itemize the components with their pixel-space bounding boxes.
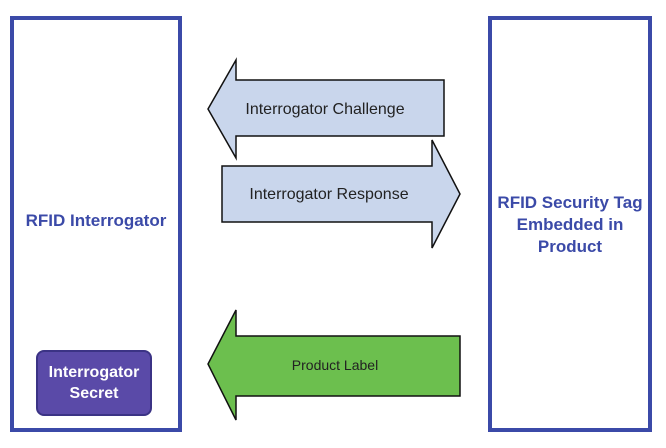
rfid-security-tag-title: RFID Security Tag Embedded in Product [497, 193, 643, 256]
rfid-interrogator-title: RFID Interrogator [25, 211, 167, 230]
interrogator-secret-box: Interrogator Secret [36, 350, 152, 416]
response-arrow-label: Interrogator Response [249, 186, 408, 203]
challenge-arrow-label: Interrogator Challenge [245, 101, 404, 118]
response-arrow: Interrogator Response [221, 139, 461, 249]
challenge-arrow: Interrogator Challenge [207, 57, 445, 161]
product-label-arrow: Product Label [207, 309, 461, 421]
rfid-security-tag-panel: RFID Security Tag Embedded in Product [488, 16, 652, 432]
product-label-arrow-label: Product Label [292, 357, 378, 373]
rfid-interrogator-panel: RFID Interrogator Interrogator Secret [10, 16, 182, 432]
